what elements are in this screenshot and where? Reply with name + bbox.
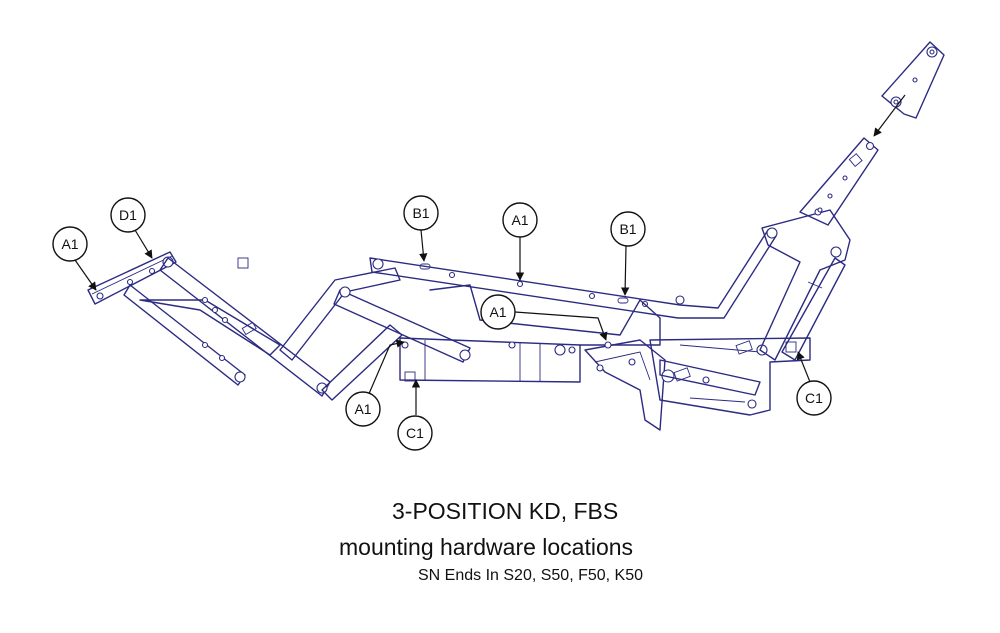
leader-c1-right bbox=[796, 351, 811, 383]
seat-rail bbox=[369, 229, 777, 319]
diagram-title: 3-POSITION KD, FBS bbox=[392, 498, 619, 524]
leader-a1-middle bbox=[514, 311, 608, 341]
leader-a1-bottom bbox=[367, 339, 405, 397]
callout-a1-top: A1 bbox=[502, 202, 538, 238]
leader-b1-left bbox=[419, 229, 428, 262]
center-links bbox=[279, 267, 471, 401]
callout-a1-left-label: A1 bbox=[61, 236, 78, 252]
back-post bbox=[759, 208, 851, 361]
leader-back-bracket bbox=[873, 94, 906, 137]
callout-a1-middle: A1 bbox=[480, 294, 516, 330]
leader-a1-left bbox=[74, 259, 97, 291]
callout-c1-left-label: C1 bbox=[406, 425, 424, 441]
callout-b1-left: B1 bbox=[403, 195, 439, 231]
callout-b1-right-label: B1 bbox=[619, 221, 636, 237]
callout-b1-left-label: B1 bbox=[412, 205, 429, 221]
callout-a1-left: A1 bbox=[52, 226, 88, 262]
base-plates bbox=[399, 284, 661, 383]
callout-a1-bottom: A1 bbox=[345, 391, 381, 427]
recliner-mechanism bbox=[87, 41, 945, 431]
callout-c1-left: C1 bbox=[397, 415, 433, 451]
callout-leaders bbox=[74, 94, 906, 415]
latch-plate bbox=[584, 339, 675, 431]
callout-d1: D1 bbox=[110, 197, 146, 233]
callout-a1-middle-label: A1 bbox=[489, 304, 506, 320]
footrest-bracket bbox=[87, 251, 177, 305]
leader-d1 bbox=[134, 229, 153, 259]
back-bracket bbox=[799, 137, 879, 226]
callout-c1-right: C1 bbox=[796, 380, 832, 416]
serial-number-note: SN Ends In S20, S50, F50, K50 bbox=[418, 567, 644, 584]
callout-bubbles: A1 D1 B1 A1 B1 A1 A1 C1 bbox=[52, 195, 832, 451]
callout-d1-label: D1 bbox=[119, 207, 137, 223]
callout-a1-top-label: A1 bbox=[511, 212, 528, 228]
callout-a1-bottom-label: A1 bbox=[354, 401, 371, 417]
leader-b1-right bbox=[620, 245, 630, 296]
footrest-linkage bbox=[123, 257, 331, 397]
diagram-subtitle: mounting hardware locations bbox=[339, 534, 634, 560]
upper-back-bracket bbox=[881, 41, 945, 119]
rear-assembly bbox=[649, 337, 811, 416]
callout-c1-right-label: C1 bbox=[805, 390, 823, 406]
callout-b1-right: B1 bbox=[610, 211, 646, 247]
